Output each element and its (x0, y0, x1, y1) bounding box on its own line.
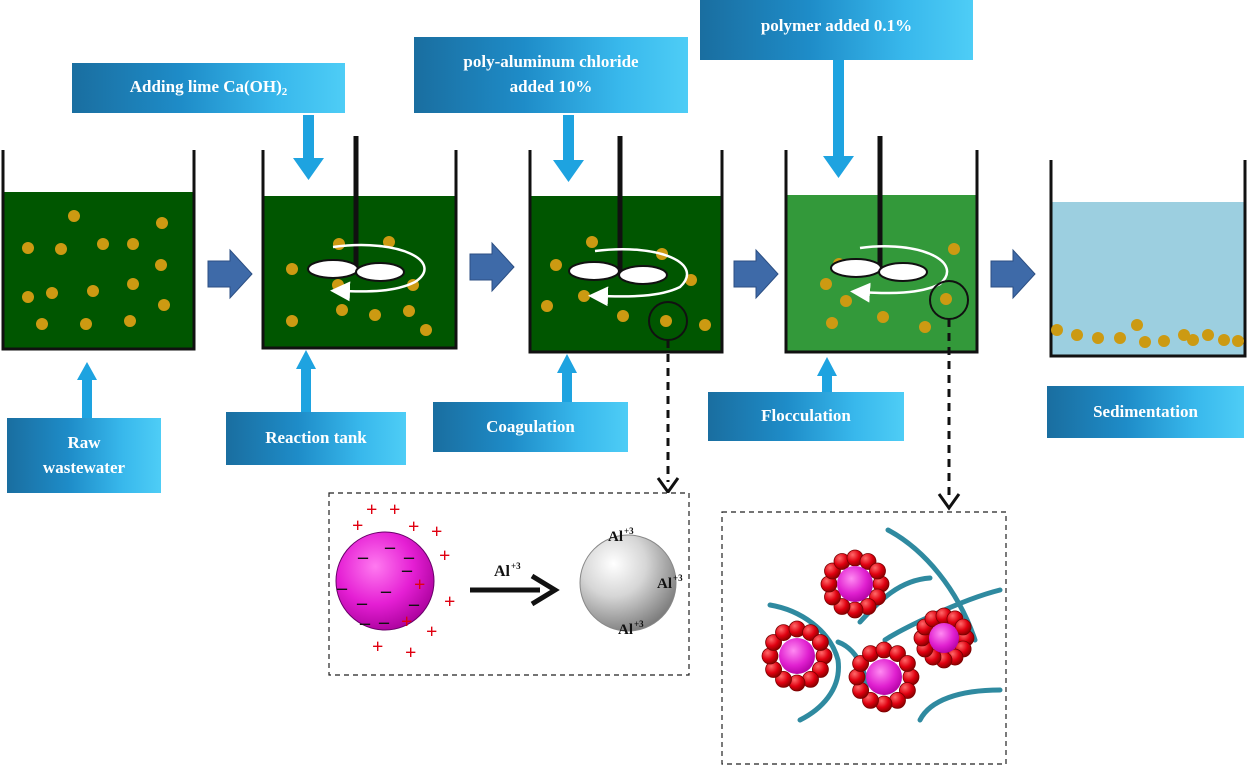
floc-core (929, 623, 959, 653)
label-arrow (557, 354, 577, 402)
floc (913, 607, 975, 669)
positive-charge: + (401, 611, 413, 633)
flow-arrow (469, 241, 515, 293)
sedimentation-tank (1049, 160, 1247, 358)
polymer-label: polymer added 0.1% (700, 0, 973, 60)
positive-charge: + (372, 636, 384, 658)
positive-charge: + (439, 545, 451, 567)
positive-charge: + (444, 591, 456, 613)
al-surface-label: Al+3 (657, 573, 683, 592)
neutralized-particle (579, 534, 677, 632)
coagulation-tank (528, 136, 724, 354)
mixer-paddle (307, 259, 359, 279)
flow-arrow (733, 248, 779, 300)
negative-charge: – (360, 612, 370, 634)
al-surface-label: Al+3 (618, 619, 644, 638)
negative-charge: – (404, 546, 414, 568)
reaction-tank (261, 136, 458, 350)
label-arrow (296, 350, 316, 412)
positive-charge: + (431, 521, 443, 543)
negative-charge: – (402, 559, 412, 581)
negative-charge: – (379, 611, 389, 633)
label-arrows (77, 350, 837, 418)
positive-charge: + (366, 499, 378, 521)
floc (820, 549, 890, 619)
negative-charge: – (409, 593, 419, 615)
positive-charge: + (405, 642, 417, 664)
positive-charge: + (408, 516, 420, 538)
floc-core (779, 638, 815, 674)
red-particle (899, 655, 916, 672)
red-particle (954, 618, 972, 636)
dosing-arrow (823, 60, 854, 178)
flocculation-label: Flocculation (708, 392, 904, 441)
rotation-arrow (330, 243, 426, 302)
floc-core (866, 659, 902, 695)
positive-charge: + (414, 574, 426, 596)
coagulation-label: Coagulation (433, 402, 628, 452)
flocculation-inset (721, 511, 1007, 765)
label-arrow (77, 362, 97, 418)
dosing-arrow (293, 115, 324, 180)
flow-arrows (207, 241, 1036, 300)
flocculation-tank (784, 136, 979, 354)
positive-charge: + (389, 499, 401, 521)
flow-arrow (990, 248, 1036, 300)
dosing-arrows (293, 60, 854, 182)
suspended-particles (22, 210, 170, 330)
flocs (761, 549, 975, 713)
negative-charge: – (385, 536, 395, 558)
raw-wastewater-tank (1, 150, 196, 351)
coagulation-inset (328, 492, 690, 676)
floc (761, 620, 833, 692)
al-surface-label: Al+3 (608, 526, 634, 545)
positive-charge: + (352, 515, 364, 537)
zoom-connectors (666, 319, 951, 498)
dosing-arrow (553, 115, 584, 182)
reaction-tank-label: Reaction tank (226, 412, 406, 465)
mixer-paddle (355, 262, 405, 282)
negative-charge: – (357, 592, 367, 614)
red-particle (869, 562, 886, 580)
al-reaction-label: Al+3 (494, 561, 521, 580)
flow-arrow (207, 248, 253, 300)
negative-charge: – (381, 580, 391, 602)
negative-charge: – (358, 546, 368, 568)
negative-colloid (335, 531, 435, 631)
floc (848, 641, 920, 713)
positive-charge: + (426, 621, 438, 643)
negative-charge: – (337, 577, 347, 599)
settled-sludge (1051, 319, 1244, 348)
sedimentation-label: Sedimentation (1047, 386, 1244, 438)
red-particle (812, 634, 829, 651)
floc-core (837, 566, 873, 602)
lime-label: Adding lime Ca(OH)2 (72, 63, 345, 113)
label-arrow (817, 357, 837, 392)
